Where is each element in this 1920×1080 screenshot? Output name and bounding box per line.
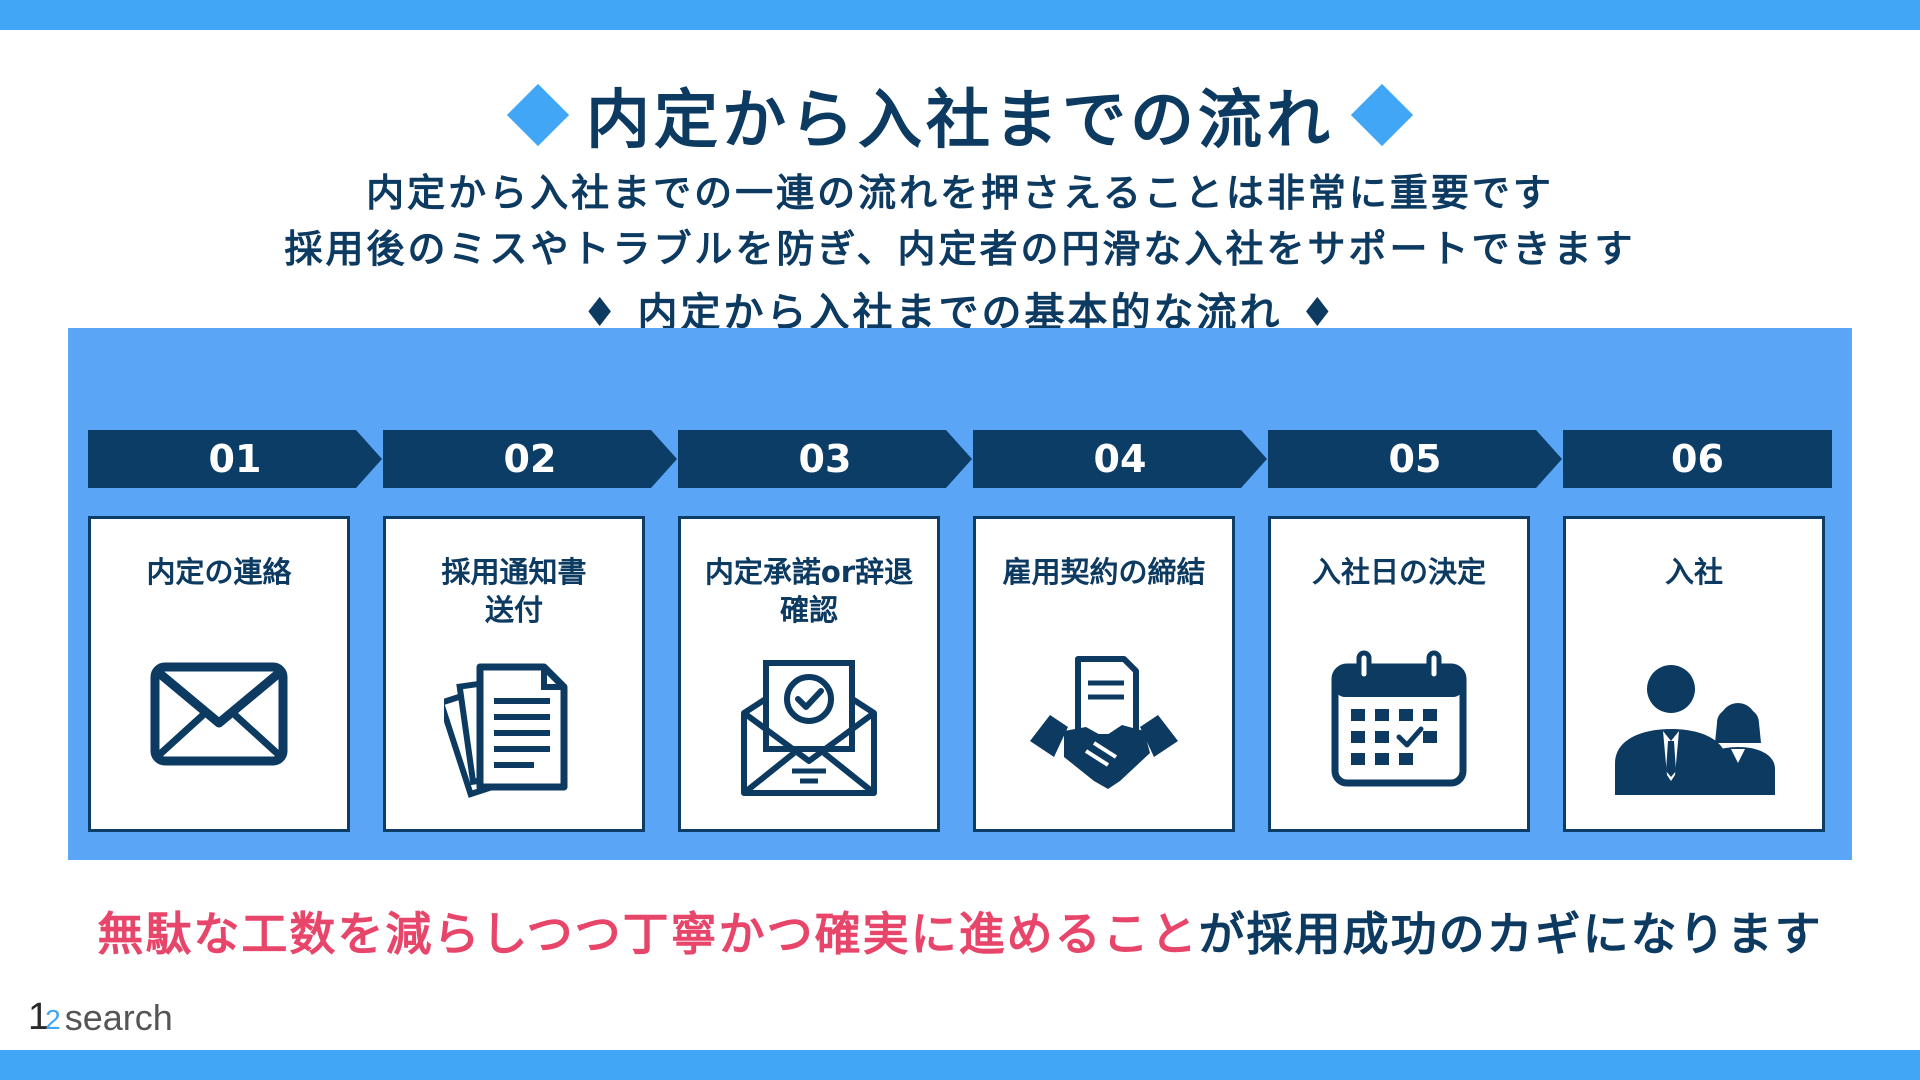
envelope-icon bbox=[149, 659, 289, 773]
step-label-03: 内定承諾or辞退 確認 bbox=[704, 555, 914, 627]
subtitle-line-1: 内定から入社までの一連の流れを押さえることは非常に重要です bbox=[366, 171, 1554, 215]
step-label-04: 雇用契約の締結 bbox=[1002, 555, 1206, 589]
step-card-01: 内定の連絡 bbox=[88, 516, 350, 832]
logo-mark: 12 bbox=[28, 996, 61, 1038]
step-label-05: 入社日の決定 bbox=[1311, 555, 1486, 589]
top-accent-bar bbox=[0, 0, 1920, 30]
step-arrow-05: 05 bbox=[1268, 430, 1562, 488]
page-title: 内定から入社までの流れ bbox=[586, 84, 1334, 158]
step-arrow-04: 04 bbox=[973, 430, 1267, 488]
step-card-04: 雇用契約の締結 bbox=[973, 516, 1235, 832]
handshake-contract-icon bbox=[1024, 653, 1184, 807]
documents-icon bbox=[437, 659, 584, 803]
step-card-02: 採用通知書 送付 bbox=[383, 516, 645, 832]
bottom-message-rest: が採用成功のカギになります bbox=[1198, 907, 1823, 961]
bottom-message: 無駄な工数を減らしつつ丁寧かつ確実に進めることが採用成功のカギになります bbox=[0, 898, 1920, 964]
title-row: 内定から入社までの流れ bbox=[0, 70, 1920, 160]
step-card-06: 入社 bbox=[1563, 516, 1825, 832]
step-card-05: 入社日の決定 bbox=[1268, 516, 1530, 832]
logo-text: search bbox=[64, 997, 173, 1038]
step-arrow-06: 06 bbox=[1563, 430, 1832, 488]
flow-panel bbox=[68, 328, 1852, 860]
envelope-check-icon bbox=[734, 653, 884, 807]
step-card-03: 内定承諾or辞退 確認 bbox=[678, 516, 940, 832]
step-arrow-01: 01 bbox=[88, 430, 382, 488]
bottom-accent-bar bbox=[0, 1050, 1920, 1080]
step-arrow-03: 03 bbox=[678, 430, 972, 488]
bottom-message-highlight: 無駄な工数を減らしつつ丁寧かつ確実に進めること bbox=[97, 907, 1199, 961]
step-label-06: 入社 bbox=[1664, 555, 1723, 589]
brand-logo: 12 search bbox=[28, 996, 173, 1039]
subtitle-line-2: 採用後のミスやトラブルを防ぎ、内定者の円滑な入社をサポートできます bbox=[284, 227, 1636, 271]
step-arrow-02: 02 bbox=[383, 430, 677, 488]
calendar-icon bbox=[1329, 649, 1469, 793]
diamond-left-icon bbox=[506, 83, 570, 147]
step-label-01: 内定の連絡 bbox=[146, 555, 292, 589]
people-icon bbox=[1609, 659, 1779, 803]
diamond-right-icon bbox=[1350, 83, 1414, 147]
step-label-02: 採用通知書 送付 bbox=[441, 555, 587, 627]
